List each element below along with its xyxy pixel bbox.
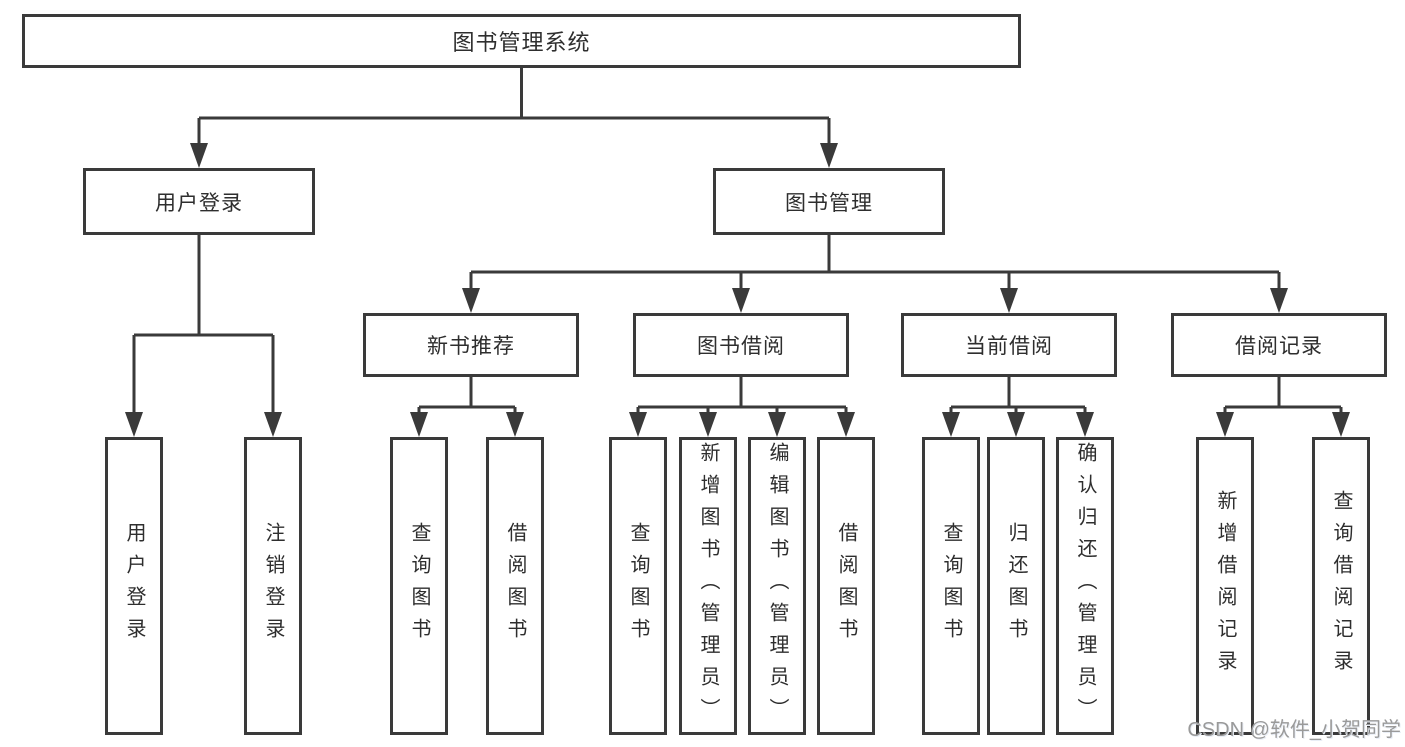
node-library-management-system: 图书管理系统	[22, 14, 1021, 68]
leaf-user-login: 用户登录	[105, 437, 163, 735]
node-current-borrowing: 当前借阅	[901, 313, 1117, 377]
leaf-edit-book-admin: 编辑图书（管理员）	[748, 437, 806, 735]
leaf-add-book-admin: 新增图书（管理员）	[679, 437, 737, 735]
leaf-borrow-book-recommend: 借阅图书	[486, 437, 544, 735]
leaf-query-book-borrowing: 查询图书	[609, 437, 667, 735]
node-user-login: 用户登录	[83, 168, 315, 235]
leaf-query-book-current: 查询图书	[922, 437, 980, 735]
node-book-borrowing: 图书借阅	[633, 313, 849, 377]
csdn-watermark: CSDN @软件_小贺同学	[1187, 719, 1401, 741]
leaf-query-borrow-record: 查询借阅记录	[1312, 437, 1370, 735]
leaf-query-book-recommend: 查询图书	[390, 437, 448, 735]
leaf-return-book: 归还图书	[987, 437, 1045, 735]
node-new-book-recommendation: 新书推荐	[363, 313, 579, 377]
leaf-logout: 注销登录	[244, 437, 302, 735]
leaf-borrow-book: 借阅图书	[817, 437, 875, 735]
leaf-add-borrow-record: 新增借阅记录	[1196, 437, 1254, 735]
leaf-confirm-return-admin: 确认归还（管理员）	[1056, 437, 1114, 735]
arrowhead-icons	[125, 143, 1350, 437]
node-borrow-records: 借阅记录	[1171, 313, 1387, 377]
node-book-management: 图书管理	[713, 168, 945, 235]
